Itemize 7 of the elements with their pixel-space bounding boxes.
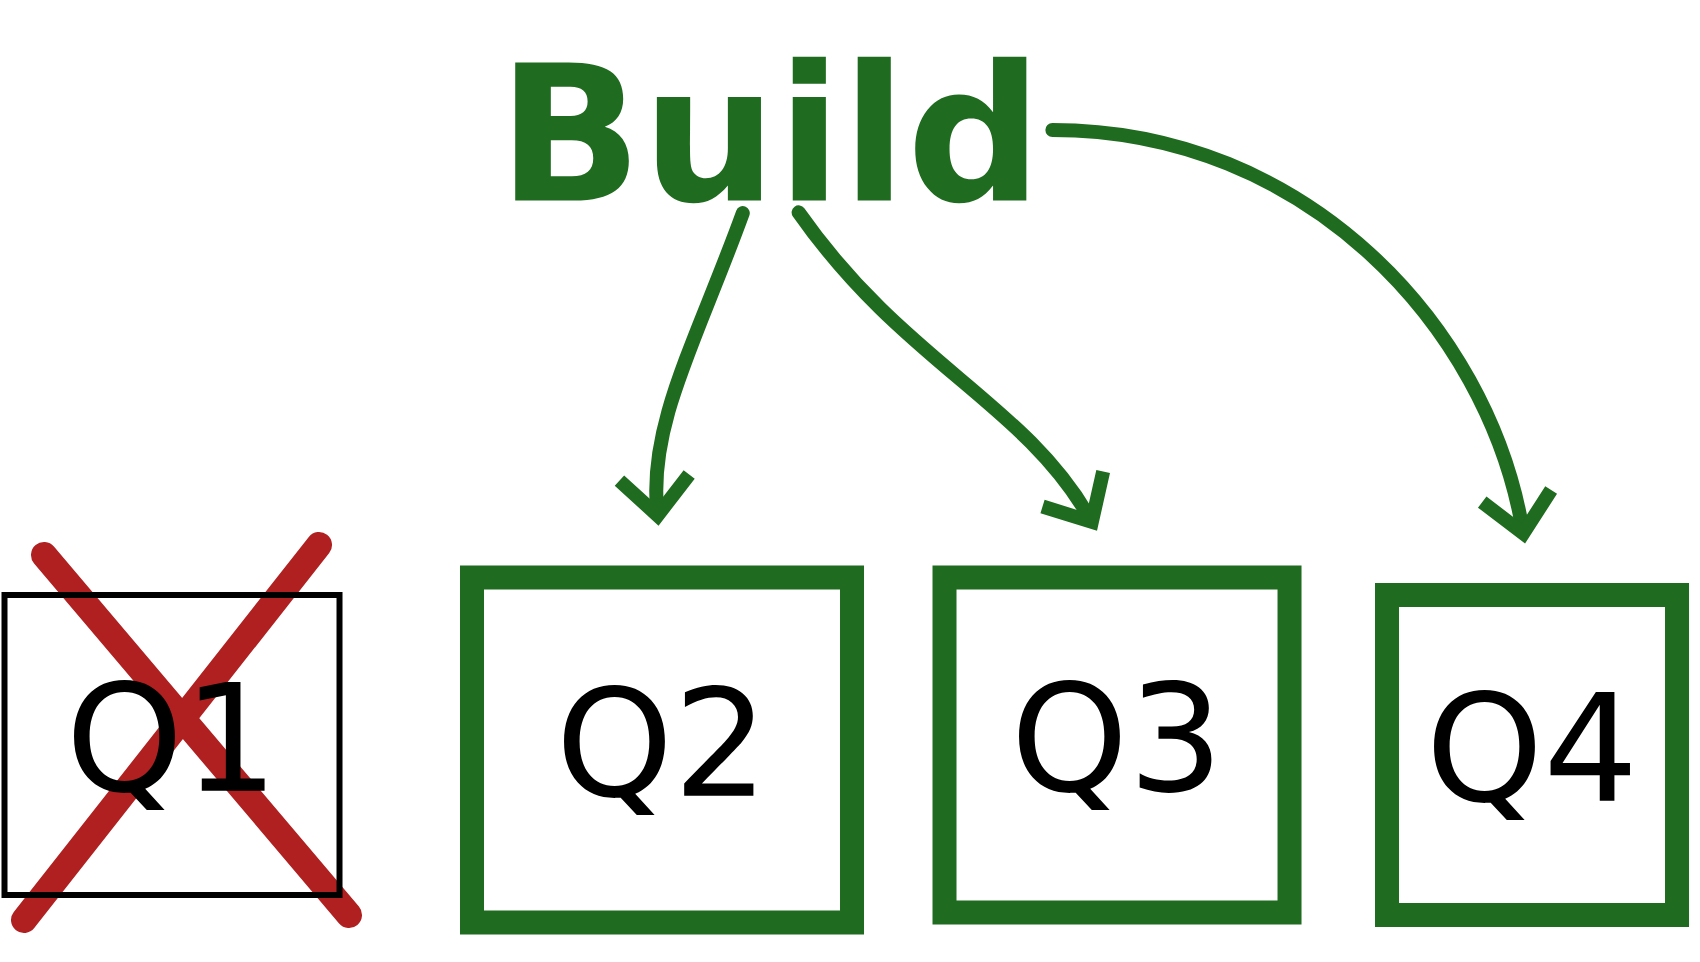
arrow (791, 205, 1110, 531)
arrow (614, 206, 750, 526)
quarter-box: Q4 (1375, 583, 1689, 927)
title-text: Build (515, 56, 1027, 204)
arrow (1045, 123, 1558, 544)
quarter-box: Q2 (460, 565, 864, 935)
quarter-box: Q3 (932, 565, 1302, 925)
